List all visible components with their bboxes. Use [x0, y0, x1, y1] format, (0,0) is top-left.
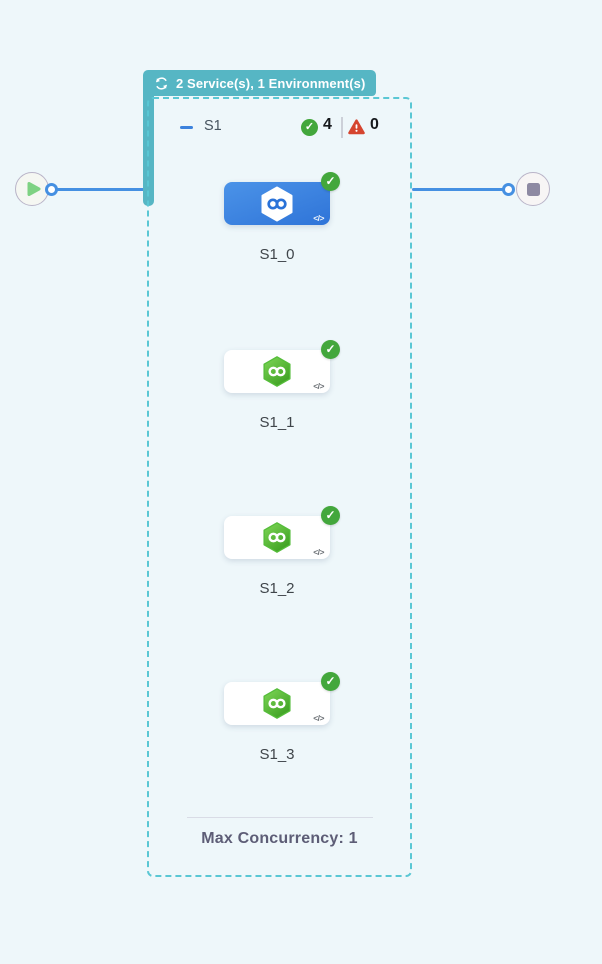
code-icon: </> — [313, 381, 324, 391]
connector-line-left — [50, 187, 145, 191]
service-node-card[interactable]: ✓ </> — [224, 506, 340, 559]
code-icon: </> — [313, 547, 324, 557]
pipeline-node-s1-2[interactable]: ✓ </> S1_2 — [224, 506, 340, 597]
stage-group-badge[interactable]: 2 Service(s), 1 Environment(s) — [143, 70, 377, 96]
service-hexagon-icon — [261, 186, 293, 221]
service-node-card[interactable]: ✓ </> — [224, 340, 340, 393]
service-node-card[interactable]: ✓ </> — [224, 672, 340, 725]
success-count: 4 — [323, 116, 332, 133]
code-icon: </> — [313, 713, 324, 723]
node-success-icon: ✓ — [321, 672, 340, 691]
cycle-icon — [156, 76, 167, 90]
pipeline-node-s1-1[interactable]: ✓ </> S1_1 — [224, 340, 340, 431]
stage-group-badge-label: 2 Service(s), 1 Environment(s) — [176, 75, 366, 91]
stop-icon — [526, 182, 540, 196]
success-count-icon: ✓ — [301, 119, 318, 136]
service-hexagon-icon — [263, 356, 291, 387]
stage-name[interactable]: S1 — [204, 118, 222, 134]
node-success-icon: ✓ — [321, 506, 340, 525]
connector-line-right — [412, 187, 508, 191]
node-label: S1_1 — [259, 414, 295, 431]
connector-port-left — [44, 182, 58, 196]
node-success-icon: ✓ — [321, 172, 340, 191]
code-icon: </> — [313, 213, 324, 223]
play-icon — [27, 182, 40, 196]
service-hexagon-icon — [263, 688, 291, 719]
service-node-card[interactable]: ✓ </> — [224, 172, 340, 225]
pipeline-node-s1-0[interactable]: ✓ </> S1_0 — [224, 172, 340, 263]
collapse-icon[interactable] — [180, 126, 193, 129]
connector-port-right — [501, 182, 515, 196]
status-divider — [341, 117, 343, 138]
node-label: S1_0 — [259, 246, 295, 263]
stage-container: S1 ✓ 4 0 ✓ </> S1_0 — [147, 97, 412, 877]
pipeline-node-s1-3[interactable]: ✓ </> S1_3 — [224, 672, 340, 763]
node-success-icon: ✓ — [321, 340, 340, 359]
service-hexagon-icon — [263, 522, 291, 553]
pipeline-start-node — [15, 172, 49, 206]
node-label: S1_2 — [259, 580, 295, 597]
pipeline-end-node — [516, 172, 550, 206]
warning-icon — [348, 119, 365, 135]
max-concurrency-label: Max Concurrency: 1 — [201, 830, 358, 847]
footer-divider — [187, 817, 373, 818]
node-label: S1_3 — [259, 746, 295, 763]
error-count: 0 — [370, 116, 379, 133]
